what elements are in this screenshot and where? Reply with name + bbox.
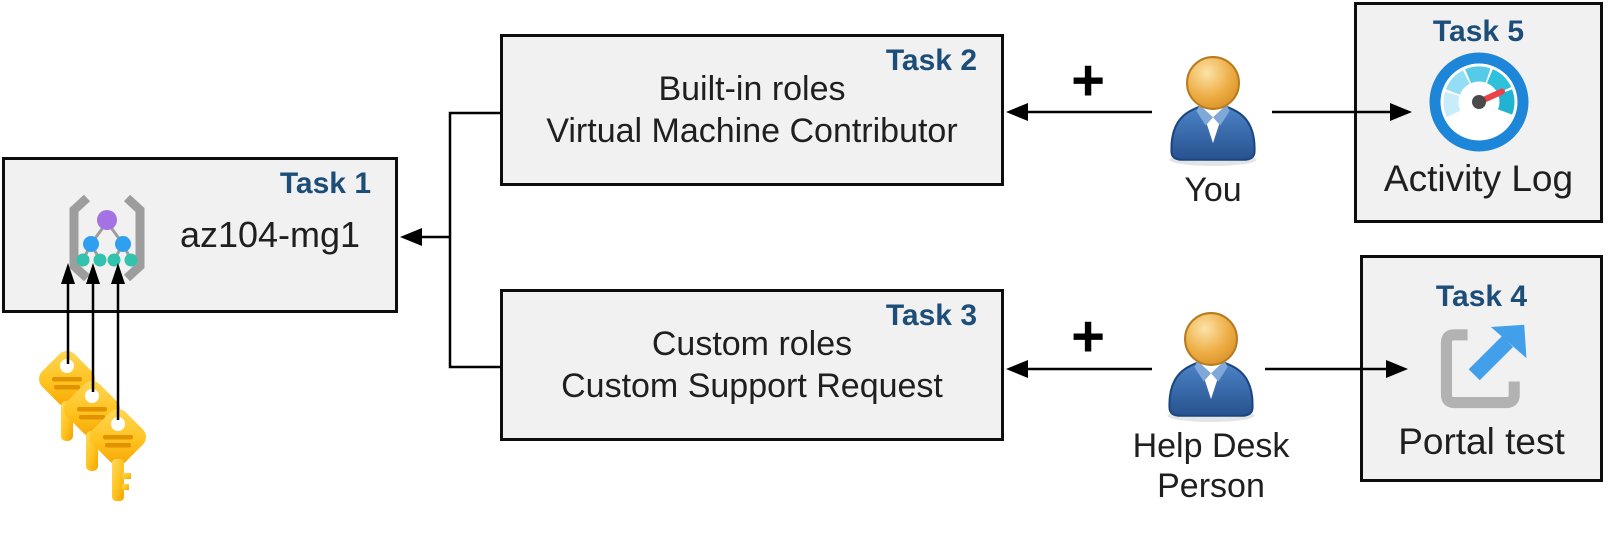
keys-icon [39, 351, 146, 501]
task5-box: Task 5 Activity Log [1354, 2, 1603, 223]
task5-title: Activity Log [1383, 158, 1574, 199]
plus-sign-bottom: + [1071, 304, 1105, 369]
task5-label: Task 5 [1432, 15, 1525, 48]
rail-connector [448, 111, 501, 369]
task2-line2: Virtual Machine Contributor [546, 112, 958, 150]
task2-text: Built-in roles Virtual Machine Contribut… [503, 37, 1001, 183]
task3-label: Task 3 [885, 299, 977, 332]
task2-line1: Built-in roles [658, 70, 846, 108]
task4-title: Portal test [1398, 421, 1565, 462]
task3-text: Custom roles Custom Support Request [503, 292, 1001, 438]
help-desk-label: Help Desk Person [1133, 426, 1290, 506]
task4-label: Task 4 [1435, 280, 1528, 313]
plus-sign-top: + [1071, 48, 1105, 113]
task1-title: az104-mg1 [179, 214, 361, 255]
help-desk-label-line2: Person [1157, 467, 1265, 505]
task3-line2: Custom Support Request [561, 367, 943, 405]
help-desk-label-line1: Help Desk [1132, 427, 1290, 465]
arrowhead-to-task3 [1006, 360, 1028, 378]
actor-you: You [1138, 56, 1288, 210]
management-group-icon [69, 194, 145, 282]
you-label: You [1184, 171, 1242, 209]
gauge-icon [1429, 52, 1528, 152]
task2-label: Task 2 [885, 44, 977, 77]
actor-help-desk: Help Desk Person [1133, 312, 1289, 506]
person-icon [1161, 56, 1265, 166]
arrowhead-to-task1 [400, 228, 422, 246]
task3-line1: Custom roles [651, 325, 853, 363]
task2-box: Task 2 Built-in roles Virtual Machine Co… [500, 34, 1004, 186]
task1-box: Task 1 az104-mg1 [2, 157, 398, 313]
person-icon [1159, 312, 1263, 422]
key-3 [90, 409, 146, 501]
task1-label: Task 1 [279, 167, 371, 200]
task3-box: Task 3 Custom roles Custom Support Reque… [500, 289, 1004, 441]
arrowhead-to-task2 [1006, 103, 1028, 121]
task4-box: Task 4 Portal test [1360, 255, 1603, 482]
external-link-icon [1440, 324, 1526, 409]
